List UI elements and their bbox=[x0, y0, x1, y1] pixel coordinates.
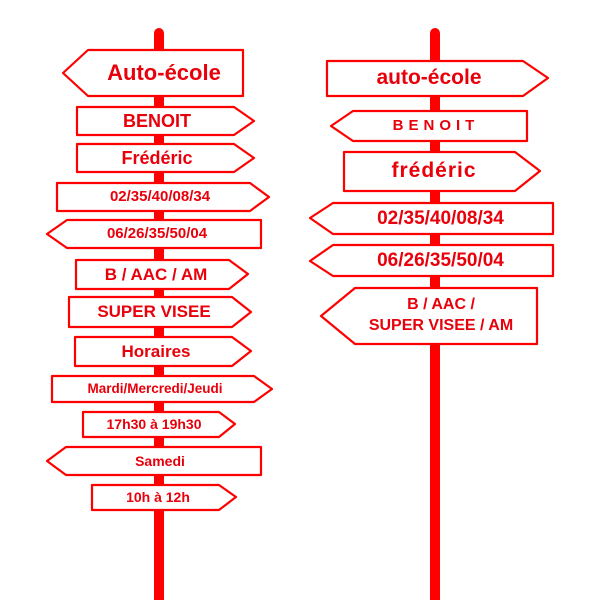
sign-label: SUPER VISEE bbox=[97, 302, 211, 322]
sign-label: B / AAC / AM bbox=[104, 264, 208, 284]
sign-horaires-right-arrow bbox=[73, 335, 253, 368]
sign-label: 02/35/40/08/34 bbox=[109, 188, 211, 206]
sign-label-line2: SUPER VISEE / AM bbox=[368, 317, 514, 334]
sign-label: Frédéric bbox=[121, 147, 193, 168]
sign-benoit-left-arrow bbox=[329, 109, 529, 143]
sign-label: BENOIT bbox=[392, 117, 480, 135]
sign-label: Horaires bbox=[121, 341, 191, 361]
sign-phone1-right-arrow bbox=[55, 181, 271, 213]
sign-label-multiline: B / AAC / SUPER VISEE / AM bbox=[345, 288, 537, 344]
sign-label: Auto-école bbox=[107, 60, 221, 86]
sign-label: 10h à 12h bbox=[126, 489, 190, 506]
sign-label: Mardi/Mercredi/Jeudi bbox=[87, 380, 223, 396]
sign-licences-right-arrow bbox=[74, 258, 250, 291]
sign-autoecole-left-arrow bbox=[61, 48, 245, 98]
sign-label: frédéric bbox=[391, 159, 477, 183]
sign-weekdays-right-arrow bbox=[50, 374, 274, 404]
sign-autoecole-right-arrow bbox=[325, 59, 550, 98]
sign-evening-hours-right-arrow bbox=[81, 410, 237, 439]
sign-frederic-right-arrow bbox=[75, 142, 256, 174]
sign-label: 02/35/40/08/34 bbox=[377, 207, 504, 229]
sign-label: 06/26/35/50/04 bbox=[106, 225, 208, 243]
sign-label: 17h30 à 19h30 bbox=[106, 416, 202, 433]
sign-morning-hours-right-arrow bbox=[90, 483, 238, 512]
sign-frederic-right-arrow-2 bbox=[342, 150, 542, 193]
sign-label: auto-école bbox=[376, 66, 482, 90]
sign-benoit-right-arrow bbox=[75, 105, 256, 137]
sign-label: BENOIT bbox=[122, 110, 191, 131]
sign-label-line1: B / AAC / bbox=[407, 296, 475, 314]
sign-samedi-left-arrow bbox=[45, 445, 263, 477]
sign-phone2-left-arrow-2 bbox=[308, 243, 555, 278]
sign-licences-multiline-left-arrow bbox=[319, 286, 539, 346]
sign-phone1-left-arrow bbox=[308, 201, 555, 236]
sign-phone2-left-arrow bbox=[45, 218, 263, 250]
sign-label: 06/26/35/50/04 bbox=[377, 249, 504, 271]
sign-label: Samedi bbox=[135, 452, 185, 469]
sign-supervisee-right-arrow bbox=[67, 295, 253, 329]
